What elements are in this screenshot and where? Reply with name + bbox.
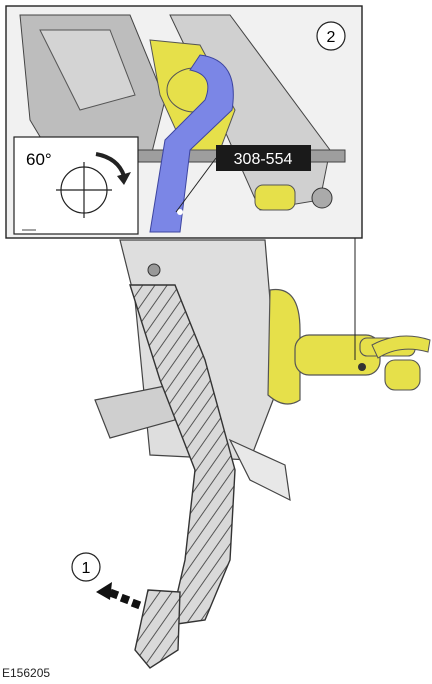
figure-id: E156205 xyxy=(2,666,51,680)
special-tool-shape xyxy=(149,54,234,233)
tool-number-label: 308-554 xyxy=(175,145,311,213)
rotation-angle-box: 60° xyxy=(13,136,139,235)
callout-2: 2 xyxy=(316,21,346,51)
angle-label: 60° xyxy=(26,150,52,169)
svg-text:308-554: 308-554 xyxy=(234,151,293,168)
detail-inset: 60° 308-554 2 xyxy=(5,5,363,239)
rotate-clockwise-icon xyxy=(95,152,126,177)
push-arrow-icon xyxy=(96,582,142,610)
callout-2-label: 2 xyxy=(327,29,336,46)
callout-1: 1 xyxy=(71,552,101,582)
clutch-master-cylinder xyxy=(267,288,431,405)
clutch-pedal-arm xyxy=(129,284,236,626)
callout-1-label: 1 xyxy=(82,560,91,577)
pedal-pad xyxy=(134,589,181,669)
